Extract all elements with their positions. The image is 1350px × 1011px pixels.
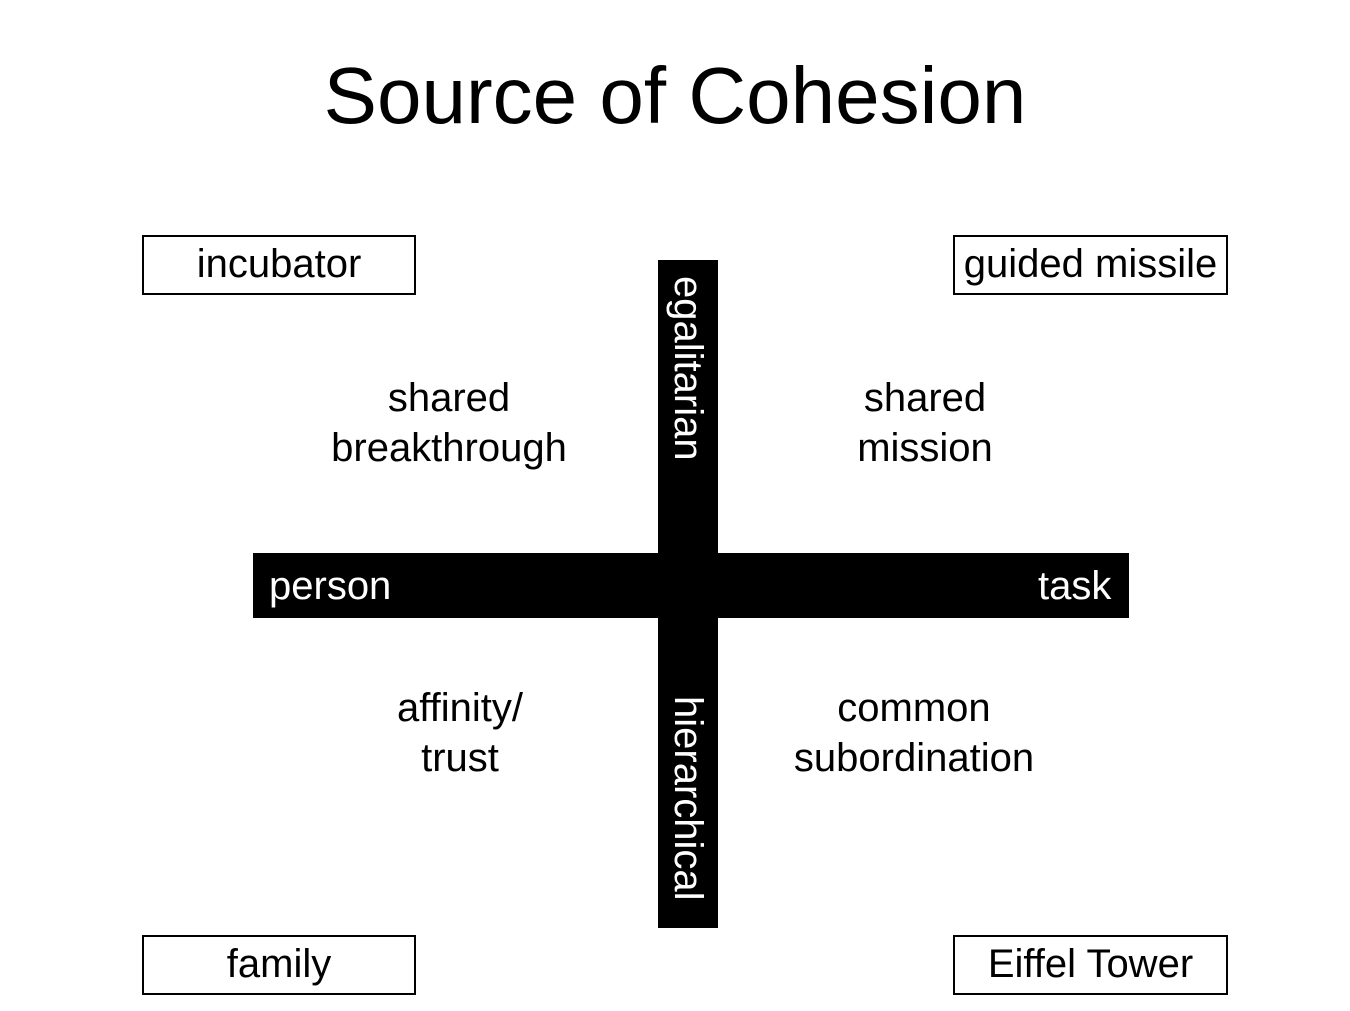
quadrant-line: shared (387, 376, 511, 420)
quadrant-line: common (837, 686, 991, 730)
quadrant-label-shared-mission: shared mission (755, 373, 1095, 473)
corner-box-incubator: incubator (142, 235, 416, 295)
corner-box-family: family (142, 935, 416, 995)
corner-box-guided-missile: guided missile (953, 235, 1228, 295)
quadrant-line: affinity/ (397, 686, 523, 730)
axis-label-egalitarian: egalitarian (666, 276, 710, 461)
axis-label-task: task (1038, 564, 1112, 608)
axis-label-person: person (269, 564, 392, 608)
axis-label-hierarchical: hierarchical (666, 696, 710, 901)
quadrant-line: breakthrough (331, 426, 567, 470)
diagram-title: Source of Cohesion (323, 51, 1027, 140)
quadrant-label-shared-breakthrough: shared breakthrough (279, 373, 619, 473)
corner-box-eiffel-tower: Eiffel Tower (953, 935, 1228, 995)
vertical-axis-bar (658, 260, 718, 928)
quadrant-line: mission (857, 426, 993, 470)
quadrant-line: subordination (793, 736, 1035, 780)
quadrant-line: trust (421, 736, 499, 780)
quadrant-line: shared (863, 376, 987, 420)
quadrant-label-affinity-trust: affinity/ trust (290, 683, 630, 783)
quadrant-label-common-subordination: common subordination (744, 683, 1084, 783)
